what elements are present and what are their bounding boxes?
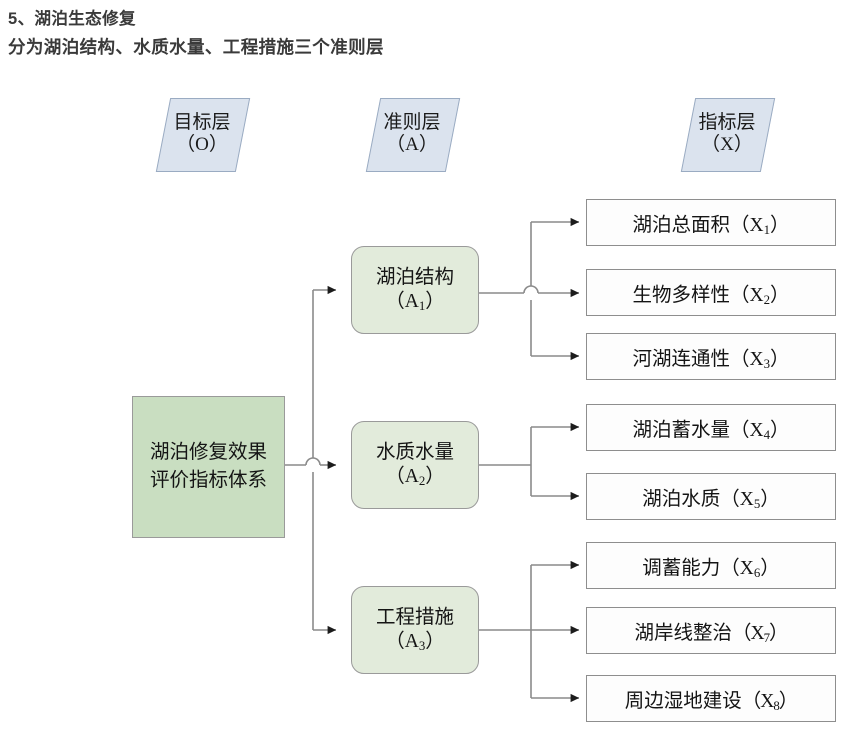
indicator-box-X1[interactable]: 湖泊总面积（X1） xyxy=(586,199,836,246)
indicator-box-X3[interactable]: 河湖连通性（X3） xyxy=(586,333,836,380)
criterion-node-A3-code: （A3） xyxy=(385,630,445,655)
indicator-box-X7-code: （X7） xyxy=(731,622,789,645)
indicator-box-X3-label: 河湖连通性 xyxy=(632,349,730,370)
indicator-box-X3-code: （X3） xyxy=(729,348,790,371)
root-node[interactable]: 湖泊修复效果评价指标体系 xyxy=(132,396,285,538)
code-suffix: ） xyxy=(425,630,445,652)
criterion-node-A1[interactable]: 湖泊结构 （A1） xyxy=(351,246,479,334)
code-subscript: 3 xyxy=(418,638,426,653)
criterion-node-A3[interactable]: 工程措施 （A3） xyxy=(351,586,479,674)
layer-band-criterion-code: （A） xyxy=(386,134,438,155)
indicator-box-X6[interactable]: 调蓄能力（X6） xyxy=(586,542,836,589)
layer-band-indicator-title: 指标层 xyxy=(698,111,756,133)
heading-line-2: 分为湖泊结构、水质水量、工程措施三个准则层 xyxy=(8,37,384,57)
indicator-box-X6-label: 调蓄能力 xyxy=(642,558,721,579)
indicator-box-X8-code: （X8） xyxy=(741,690,799,713)
indicator-box-X7-label: 湖岸线整治 xyxy=(634,623,732,644)
layer-band-criterion-label: 准则层 （A） xyxy=(373,98,451,170)
indicator-box-X4-label: 湖泊蓄水量 xyxy=(632,420,730,441)
indicator-box-X8[interactable]: 周边湿地建设（X8） xyxy=(586,675,836,722)
indicator-box-X2-label: 生物多样性 xyxy=(632,285,730,306)
indicator-box-X5[interactable]: 湖泊水质（X5） xyxy=(586,473,836,520)
layer-band-goal-label: 目标层 （O） xyxy=(163,98,241,170)
criterion-node-A2-code: （A2） xyxy=(385,465,445,490)
indicator-box-X1-code: （X1） xyxy=(729,214,790,237)
edge-root-hop xyxy=(305,457,321,466)
layer-band-indicator-code: （X） xyxy=(701,134,753,155)
indicator-box-X5-label: 湖泊水质 xyxy=(642,489,721,510)
criterion-node-A2-label: 水质水量 xyxy=(375,441,454,463)
indicator-box-X7[interactable]: 湖岸线整治（X7） xyxy=(586,607,836,654)
layer-band-goal-code: （O） xyxy=(176,134,228,155)
layer-band-criterion-title: 准则层 xyxy=(383,111,441,133)
code-suffix: ） xyxy=(425,290,445,312)
indicator-box-X1-label: 湖泊总面积 xyxy=(632,215,730,236)
heading-line-1: 5、湖泊生态修复 xyxy=(8,10,136,28)
code-subscript: 2 xyxy=(418,473,426,488)
edge-A1-hop xyxy=(523,285,539,294)
code-prefix: （A xyxy=(385,630,419,652)
code-subscript: 1 xyxy=(418,298,426,313)
indicator-box-X5-code: （X5） xyxy=(720,488,780,511)
indicator-box-X6-code: （X6） xyxy=(720,557,780,580)
code-suffix: ） xyxy=(425,465,445,487)
indicator-box-X4[interactable]: 湖泊蓄水量（X4） xyxy=(586,404,836,451)
indicator-box-X4-code: （X4） xyxy=(729,419,790,442)
code-prefix: （A xyxy=(385,465,419,487)
indicator-box-X8-label: 周边湿地建设 xyxy=(624,691,742,712)
root-node-label: 湖泊修复效果评价指标体系 xyxy=(149,442,267,491)
criterion-node-A1-label: 湖泊结构 xyxy=(375,266,454,288)
layer-band-goal-title: 目标层 xyxy=(173,111,231,133)
indicator-box-X2[interactable]: 生物多样性（X2） xyxy=(586,269,836,316)
indicator-box-X2-code: （X2） xyxy=(729,284,790,307)
criterion-node-A1-code: （A1） xyxy=(385,290,445,315)
criterion-node-A3-label: 工程措施 xyxy=(375,606,454,628)
code-prefix: （A xyxy=(385,290,419,312)
layer-band-indicator-label: 指标层 （X） xyxy=(688,98,766,170)
criterion-node-A2[interactable]: 水质水量 （A2） xyxy=(351,421,479,509)
